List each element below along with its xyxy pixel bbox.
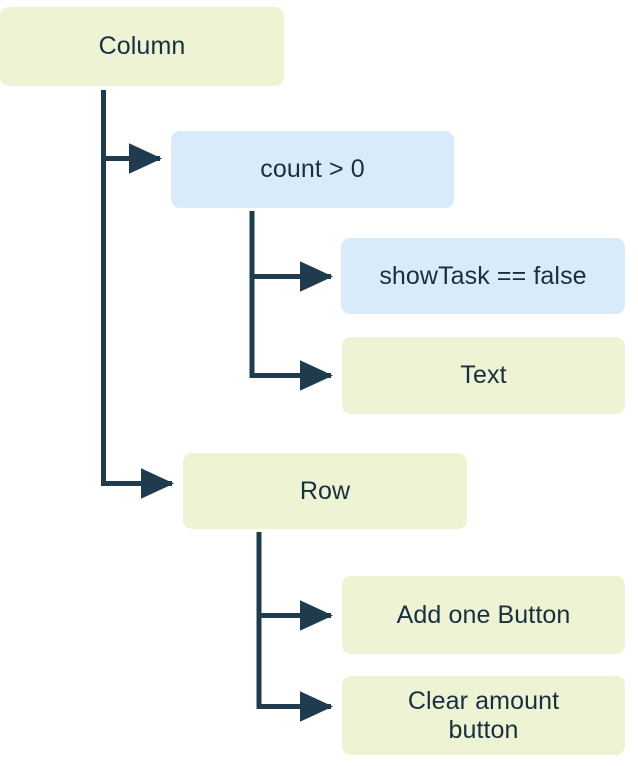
- edge-count-to-text: [249, 276, 334, 391]
- node-row[interactable]: Row: [183, 453, 467, 529]
- edge-row-to-add-one-button: [256, 532, 334, 631]
- node-add-one-button[interactable]: Add one Button: [342, 576, 625, 654]
- edge-column-to-count: [101, 90, 163, 174]
- node-count-gt-0[interactable]: count > 0: [171, 131, 454, 208]
- node-text[interactable]: Text: [342, 337, 625, 414]
- edge-row-to-clear-amount-button: [256, 615, 334, 722]
- node-clear-amount-button[interactable]: Clear amount button: [342, 676, 625, 755]
- node-show-task-false[interactable]: showTask == false: [341, 238, 625, 314]
- edge-count-to-showtask: [249, 211, 334, 292]
- node-column[interactable]: Column: [0, 7, 284, 86]
- edge-column-to-row: [101, 158, 175, 499]
